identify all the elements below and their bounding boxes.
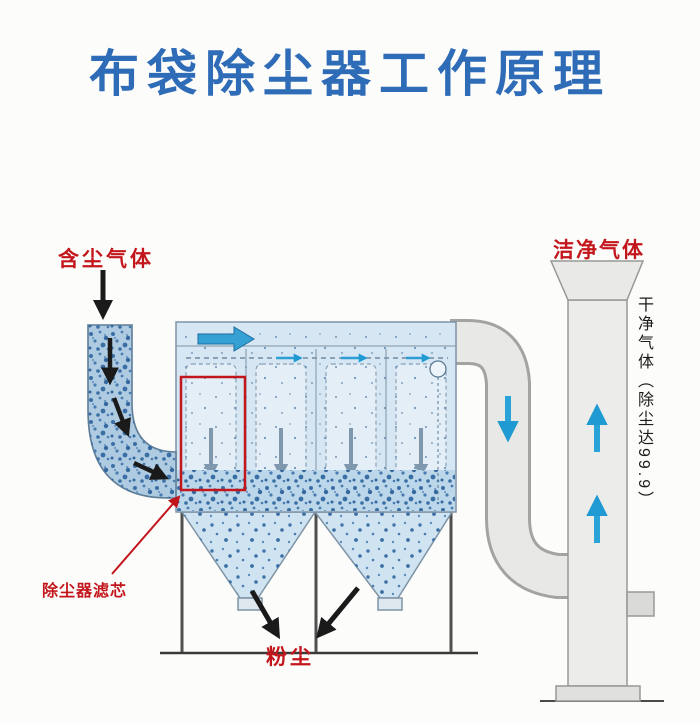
stack-side-box <box>626 591 655 617</box>
page-title: 布袋除尘器工作原理 <box>89 46 611 102</box>
inlet-gas-label: 含尘气体 <box>58 248 154 271</box>
inlet-flow-arrows <box>101 338 169 480</box>
filter-element-label: 除尘器滤芯 <box>42 583 128 600</box>
settled-dust-band <box>177 470 455 511</box>
stack-base <box>555 685 641 702</box>
inlet-duct <box>87 324 177 499</box>
annotation-arrows <box>93 270 360 640</box>
clean-gas-label: 洁净气体 <box>553 239 645 262</box>
dust-label: 粉尘 <box>266 646 314 669</box>
main-chamber <box>175 321 457 513</box>
stack-flared-top <box>549 260 645 301</box>
filter-bags <box>185 363 447 503</box>
right-hopper-outlet <box>377 597 403 611</box>
dust-arrow-left <box>249 589 281 640</box>
support-legs <box>180 512 453 652</box>
stack-body <box>567 299 628 687</box>
dust-arrow-right <box>316 586 360 639</box>
bag-downflow-arrows <box>203 428 429 479</box>
clean-gas-flow-arrows <box>497 396 608 543</box>
filter-element-pointer-arrow <box>111 495 181 575</box>
clean-gas-side-note: 干净气体（除尘达99.9） <box>635 296 652 511</box>
header-flow-arrows <box>197 326 431 363</box>
pulse-valve-icon <box>429 360 447 500</box>
outlet-duct <box>445 319 592 599</box>
exhaust-stack <box>549 260 655 702</box>
filter-highlight-box <box>179 375 247 492</box>
